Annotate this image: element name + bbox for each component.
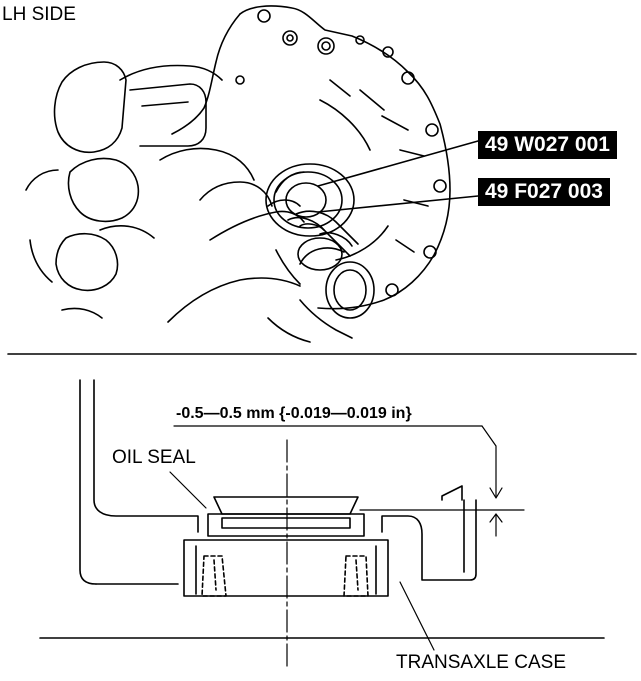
transaxle-case-label: TRANSAXLE CASE: [396, 652, 566, 673]
transaxle-housing-drawing: [25, 5, 479, 343]
tool-label-49w027001: 49 W027 001: [478, 131, 617, 159]
oil-seal-label: OIL SEAL: [112, 447, 196, 468]
tool-label-49f027003: 49 F027 003: [478, 178, 610, 206]
section-view-drawing: [39, 379, 605, 669]
depth-dimension-label: -0.5—0.5 mm {-0.019—0.019 in}: [176, 405, 412, 422]
view-label: LH SIDE: [2, 4, 76, 25]
